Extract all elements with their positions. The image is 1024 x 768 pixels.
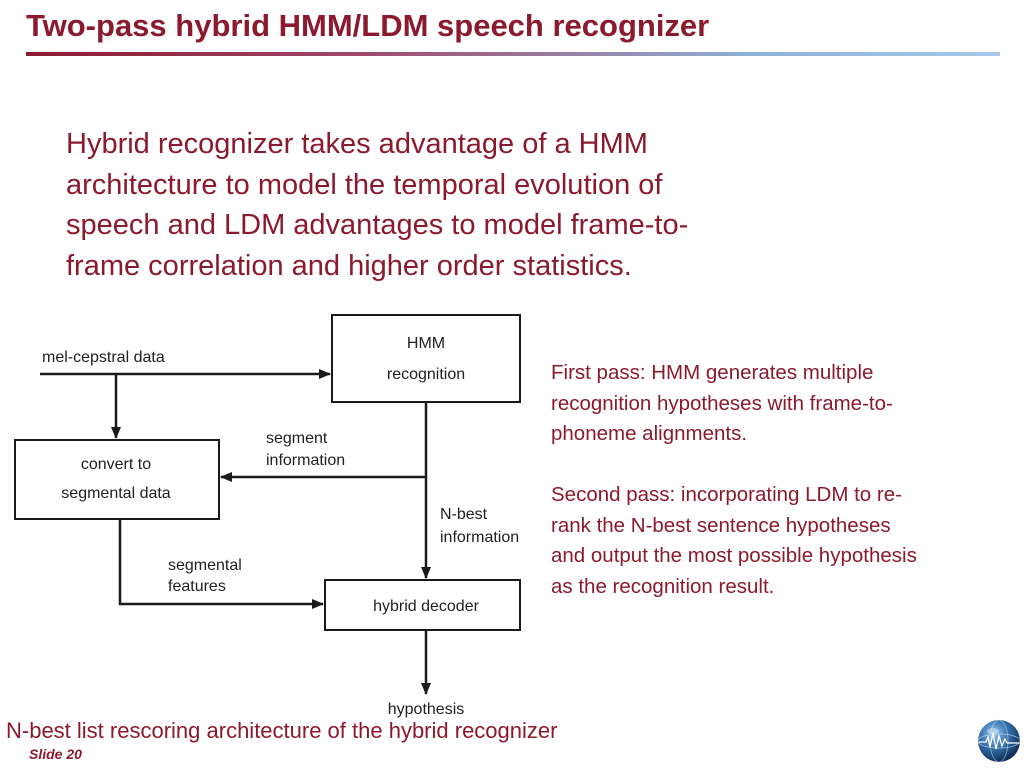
figure-caption: N-best list rescoring architecture of th… — [6, 718, 558, 743]
decoder-box-label: hybrid decoder — [373, 598, 480, 615]
convert-box-label: convert to — [81, 456, 151, 473]
notes-spacer — [551, 450, 1021, 481]
input-label: mel-cepstral data — [42, 349, 165, 366]
second-pass-line: Second pass: incorporating LDM to re- — [551, 483, 902, 506]
convert-segmental-box — [14, 439, 220, 520]
hmm-recognition-box — [331, 314, 521, 403]
segment-info-label: segment — [266, 430, 328, 447]
pass-notes: First pass: HMM generates multiple recog… — [551, 358, 1021, 602]
segmental-features-arrow — [118, 519, 324, 609]
output-label: hypothesis — [388, 701, 465, 718]
nbest-label: N-best — [440, 506, 488, 523]
title-underline — [26, 52, 1000, 56]
slide-number: Slide 20 — [29, 746, 82, 762]
second-pass-line: as the recognition result. — [551, 574, 775, 598]
architecture-diagram: HMM recognition convert to segmental dat… — [14, 314, 521, 718]
segmental-features-label: segmental — [168, 557, 242, 574]
segment-info-label: information — [266, 452, 345, 469]
slide-title: Two-pass hybrid HMM/LDM speech recognize… — [26, 8, 710, 43]
intro-paragraph: Hybrid recognizer takes advantage of a H… — [66, 124, 826, 286]
hmm-box-label: recognition — [387, 366, 465, 383]
intro-line: speech and LDM advantages to model frame… — [66, 209, 689, 241]
segmental-features-label: features — [168, 578, 226, 595]
globe-logo-icon — [977, 719, 1021, 763]
first-pass-line: phoneme alignments. — [551, 422, 748, 445]
intro-line: architecture to model the temporal evolu… — [66, 168, 663, 201]
first-pass-line: recognition hypotheses with frame-to- — [551, 391, 893, 415]
convert-box-label: segmental data — [61, 485, 171, 502]
second-pass-line: rank the N-best sentence hypotheses — [551, 513, 891, 537]
intro-line: frame correlation and higher order stati… — [66, 249, 632, 282]
hybrid-decoder-box — [324, 579, 521, 631]
intro-line: Hybrid recognizer takes advantage of a H… — [66, 128, 648, 160]
first-pass-line: First pass: HMM generates multiple — [551, 361, 874, 384]
second-pass-line: and output the most possible hypothesis — [551, 544, 917, 567]
hmm-box-label: HMM — [407, 335, 445, 352]
nbest-label: information — [440, 529, 519, 546]
